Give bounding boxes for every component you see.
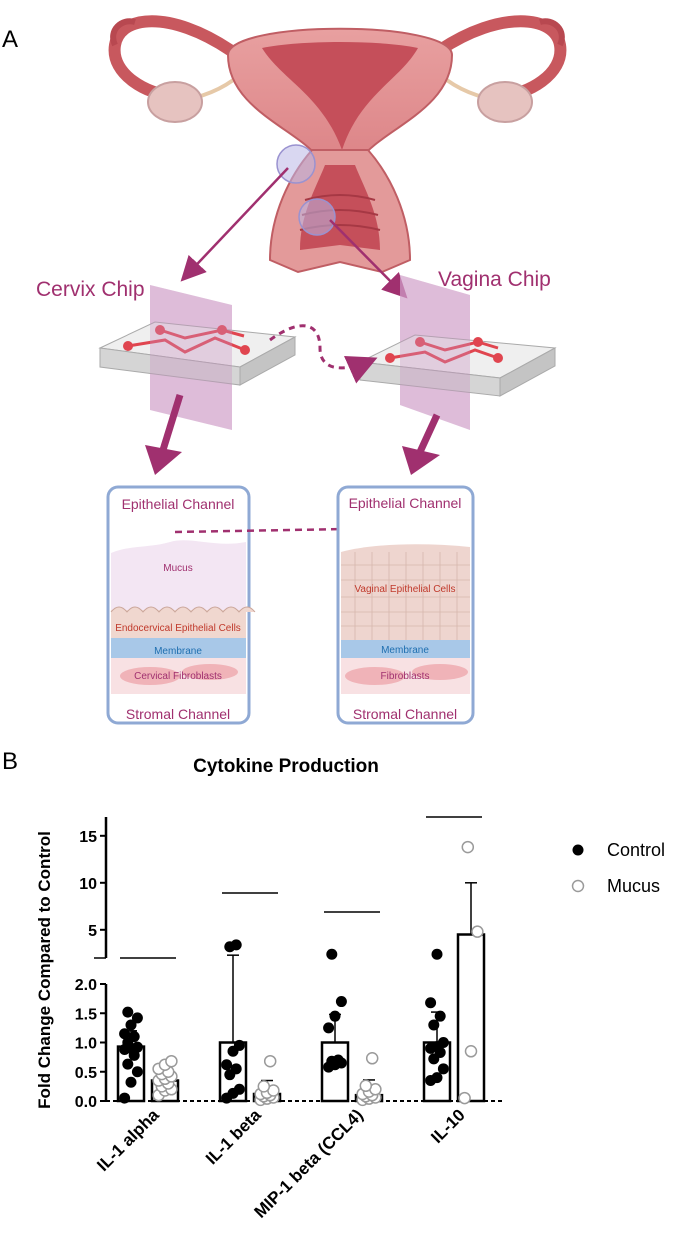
- panel-b-letter: B: [2, 748, 19, 775]
- vagina-chip-label: Vagina Chip: [438, 268, 551, 291]
- cytokine-chart: Cytokine Production Fold Change Compared…: [35, 756, 665, 1222]
- chart-title: Cytokine Production: [193, 756, 379, 777]
- cervix-zoom-circle: [276, 144, 316, 184]
- y-tick-label: 1.5: [75, 1006, 97, 1023]
- point-control: [230, 939, 242, 951]
- cervix-top-channel-label: Epithelial Channel: [122, 496, 235, 512]
- point-mucus: [165, 1054, 178, 1068]
- point-control: [233, 1039, 245, 1051]
- cervix-cells-label: Endocervical Epithelial Cells: [115, 623, 241, 634]
- cervix-mucus-label: Mucus: [163, 563, 192, 574]
- vagina-detail-box: Epithelial Channel Vaginal Epithelial Ce…: [336, 485, 475, 725]
- x-tick-label: IL-1 beta: [202, 1105, 265, 1168]
- uterus-illustration: [108, 15, 567, 274]
- point-control: [437, 1037, 449, 1048]
- point-mucus: [458, 1091, 471, 1105]
- bar-mucus: [456, 933, 486, 1103]
- vagina-top-channel-label: Epithelial Channel: [349, 495, 462, 511]
- cervix-membrane-label: Membrane: [154, 646, 202, 657]
- vagina-cells-label: Vaginal Epithelial Cells: [355, 584, 456, 595]
- point-control: [131, 1041, 143, 1053]
- panel-a-letter: A: [2, 26, 19, 53]
- detail-transfer-arrow: [174, 515, 410, 541]
- point-control: [221, 1059, 233, 1071]
- cervix-chip-label: Cervix Chip: [36, 278, 145, 301]
- right-ovary: [477, 81, 533, 123]
- cervix-chip: [98, 285, 297, 430]
- y-tick-label: 5: [88, 923, 97, 940]
- cervix-fibroblasts-label: Cervical Fibroblasts: [134, 671, 222, 682]
- point-control: [131, 1012, 143, 1024]
- legend-marker-control: [572, 844, 584, 856]
- point-control: [332, 1054, 344, 1066]
- point-control: [119, 1028, 131, 1040]
- y-tick-label: 0.0: [75, 1094, 97, 1111]
- y-tick-label: 15: [79, 829, 97, 846]
- y-tick-label: 0.5: [75, 1065, 97, 1082]
- point-control: [329, 1010, 341, 1022]
- vagina-pointer-arrow: [329, 219, 408, 299]
- point-control: [326, 948, 338, 960]
- left-ovary: [147, 81, 203, 123]
- cervix-down-arrow: [145, 393, 184, 475]
- vagina-membrane-label: Membrane: [381, 645, 429, 656]
- point-control: [131, 1066, 143, 1078]
- point-mucus: [263, 1054, 277, 1068]
- vagina-chip: [358, 275, 557, 430]
- point-control: [125, 1076, 137, 1088]
- vagina-zoom-circle: [298, 198, 336, 236]
- point-control: [119, 1092, 131, 1104]
- y-tick-label: 2.0: [75, 977, 97, 994]
- chip-transfer-arrow: [269, 324, 378, 384]
- vagina-bottom-channel-label: Stromal Channel: [353, 706, 457, 722]
- point-mucus: [359, 1079, 373, 1093]
- point-control: [230, 1063, 242, 1075]
- x-tick-label: IL-1 alpha: [93, 1105, 163, 1175]
- point-control: [431, 1072, 443, 1084]
- vagina-fibroblasts-label: Fibroblasts: [381, 671, 430, 682]
- point-control: [128, 1031, 140, 1043]
- y-tick-label: 10: [79, 876, 97, 893]
- legend-label: Control: [607, 840, 665, 860]
- x-tick-label: IL-10: [427, 1105, 468, 1146]
- point-control: [122, 1058, 134, 1070]
- point-mucus: [471, 925, 484, 938]
- legend-marker-mucus: [571, 879, 585, 893]
- point-control: [125, 1019, 137, 1031]
- point-control: [431, 948, 443, 960]
- cervix-pointer-arrow: [180, 167, 289, 282]
- legend-label: Mucus: [607, 876, 660, 896]
- cervix-bottom-channel-label: Stromal Channel: [126, 706, 230, 722]
- chart-y-axis-label: Fold Change Compared to Control: [35, 831, 54, 1109]
- y-tick-label: 1.0: [75, 1036, 97, 1053]
- point-control: [428, 1019, 440, 1031]
- point-mucus: [464, 1045, 478, 1058]
- point-control: [323, 1022, 335, 1034]
- cervix-detail-box: Epithelial Channel Mucus Endocervical Ep…: [106, 485, 256, 725]
- point-mucus: [461, 840, 475, 854]
- point-mucus: [257, 1080, 271, 1093]
- point-control: [434, 1010, 446, 1022]
- point-control: [437, 1063, 449, 1075]
- point-control: [425, 997, 437, 1009]
- point-control: [335, 996, 347, 1008]
- point-mucus: [365, 1052, 379, 1065]
- vagina-down-arrow: [402, 413, 441, 475]
- point-control: [122, 1006, 134, 1018]
- x-tick-label: MIP-1 beta (CCL4): [251, 1105, 367, 1221]
- point-control: [233, 1083, 245, 1095]
